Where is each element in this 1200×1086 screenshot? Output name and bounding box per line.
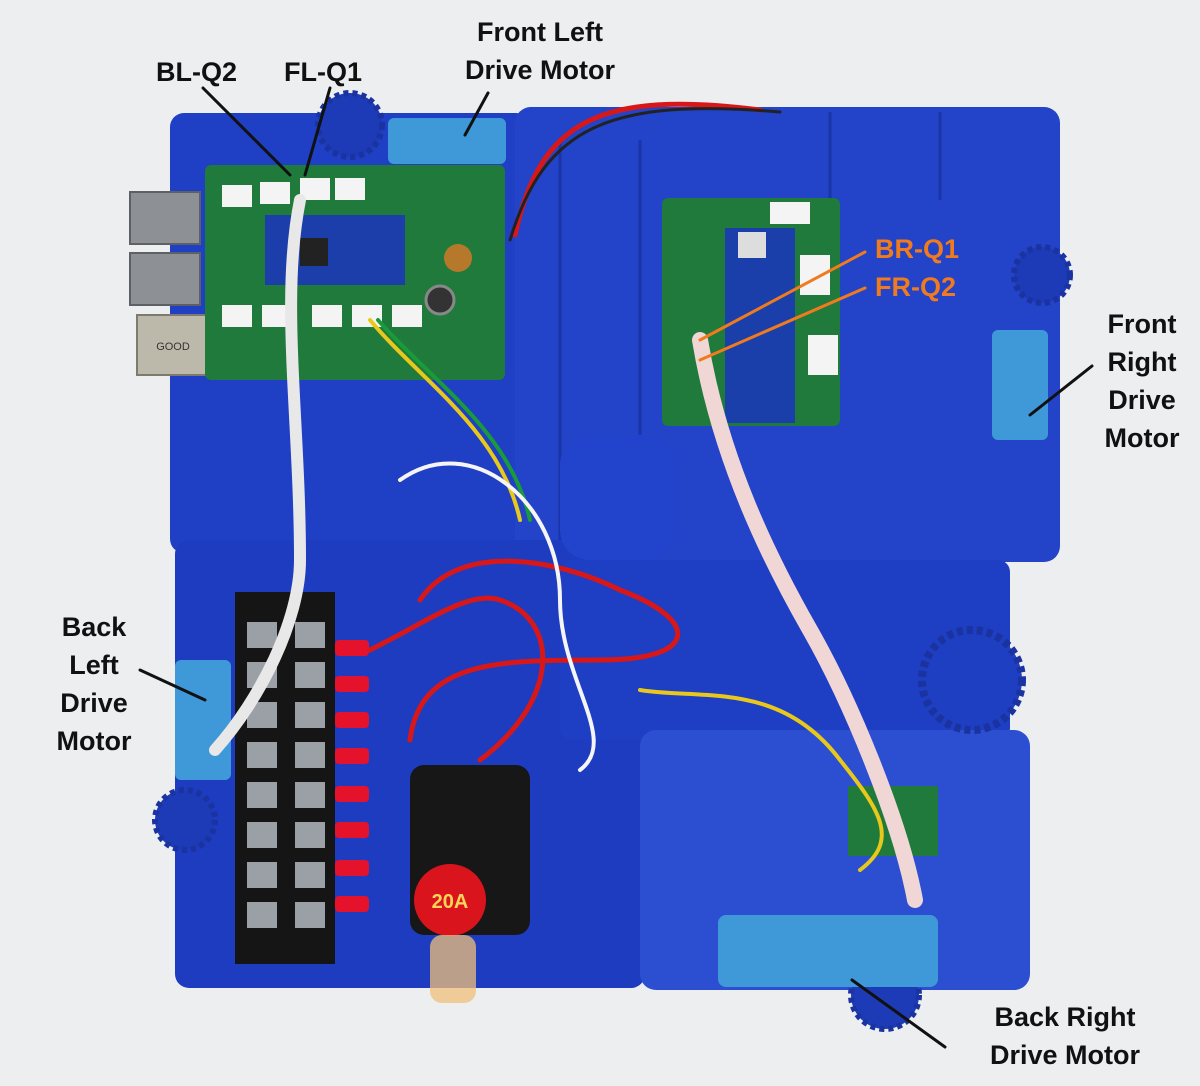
pointer-fr-q2 bbox=[698, 286, 867, 362]
pointer-bl-q2 bbox=[201, 86, 292, 177]
back-right-driver bbox=[718, 915, 938, 987]
pointer-front-right bbox=[1028, 364, 1094, 417]
usb-port-2 bbox=[129, 252, 201, 306]
fuse-transparent-end bbox=[430, 935, 476, 1003]
gear-mid-right bbox=[918, 626, 1026, 734]
inductor bbox=[444, 244, 472, 272]
pointer-br-q1 bbox=[698, 250, 867, 342]
red-power-loop-1 bbox=[407, 558, 680, 743]
fuse-rating-text: 20A bbox=[432, 891, 469, 913]
red-power-loop-2 bbox=[367, 595, 546, 763]
gear-top-left bbox=[315, 90, 385, 160]
capacitor bbox=[424, 284, 456, 316]
annotation-pointers bbox=[138, 86, 1094, 1049]
green-signal-wire bbox=[376, 318, 532, 522]
gears bbox=[152, 90, 1073, 1032]
ribbon-cable-left bbox=[209, 194, 307, 756]
front-right-driver bbox=[992, 330, 1048, 440]
label-fr-q2: FR-Q2 bbox=[875, 272, 956, 302]
chassis-texture bbox=[558, 112, 942, 540]
front-left-driver bbox=[388, 118, 506, 164]
fuse-cap bbox=[414, 864, 486, 936]
label-bl-q2: BL-Q2 bbox=[156, 57, 237, 87]
pcb-connectors bbox=[222, 178, 422, 327]
red-black-power-wire-2 bbox=[508, 107, 782, 242]
usb-port-1 bbox=[129, 191, 201, 245]
wiring bbox=[209, 101, 923, 908]
right-pcb-connectors bbox=[770, 202, 838, 375]
label-back-right-drive-motor: Back Right Drive Motor bbox=[989, 1002, 1141, 1070]
yellow-wire-right bbox=[638, 688, 884, 872]
label-fl-q1: FL-Q1 bbox=[284, 57, 362, 87]
pointer-front-left bbox=[463, 91, 490, 137]
label-front-right-drive-motor: Front Right Drive Motor bbox=[1104, 309, 1180, 453]
gear-left bbox=[152, 787, 218, 853]
gear-right bbox=[1011, 244, 1073, 306]
white-signal-loop bbox=[398, 461, 596, 772]
ribbon-cable-right bbox=[692, 332, 923, 908]
right-chip bbox=[738, 232, 766, 258]
right-mcu-module bbox=[725, 228, 795, 423]
center-cylinder bbox=[560, 435, 675, 560]
pointer-fl-q1 bbox=[303, 86, 332, 177]
terminal-screws bbox=[247, 622, 325, 928]
red-crimp-connectors bbox=[335, 640, 369, 912]
label-front-left-drive-motor: Front Left Drive Motor bbox=[464, 17, 616, 85]
power-distribution: 20A bbox=[235, 592, 530, 1003]
ethernet-button-label: GOOD bbox=[156, 341, 190, 353]
label-br-q1: BR-Q1 bbox=[875, 234, 960, 264]
microcontroller-chip bbox=[300, 238, 328, 266]
raspberry-pi: GOOD bbox=[129, 165, 505, 380]
back-left-driver bbox=[175, 660, 231, 780]
pointer-back-right bbox=[850, 978, 947, 1049]
pointer-back-left bbox=[138, 668, 207, 702]
motor-drivers bbox=[175, 118, 1048, 987]
label-back-left-drive-motor: Back Left Drive Motor bbox=[56, 612, 132, 756]
